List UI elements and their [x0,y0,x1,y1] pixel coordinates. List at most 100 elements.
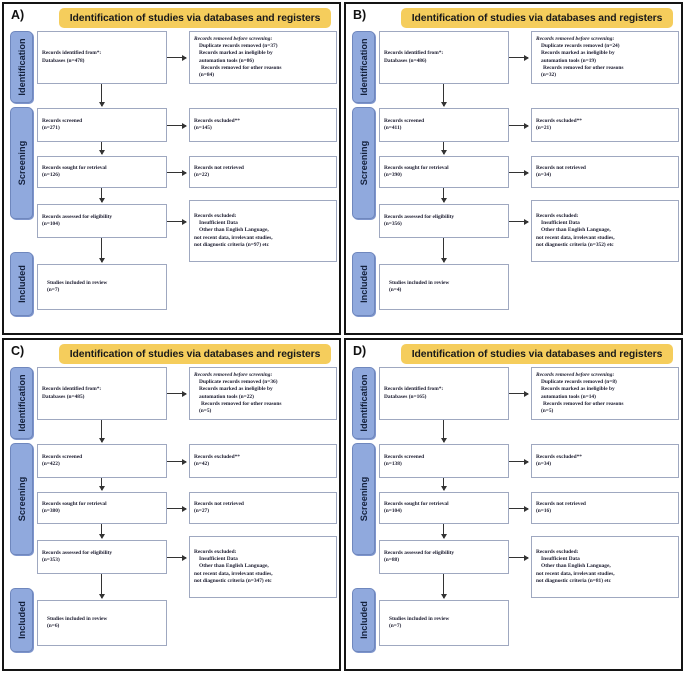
box-records-removed-before-screening-d: Records removed before screening: Duplic… [531,367,679,420]
value-excluded-eligibility-n-a: (n=97) [245,241,262,248]
label-automation-tools-c: automation tools [199,393,238,400]
box-assessed-for-eligibility-b: Records assessed for eligibility (n=356) [379,204,509,238]
arrow-identified-to-removed-c [167,390,187,397]
box-studies-included-b: Studies included in review (n=4) [379,264,509,310]
arrow-sought-to-assessed-b [440,188,447,203]
value-databases-n-d: (n=165) [408,393,427,400]
arrow-identified-to-removed-d [509,390,529,397]
label-sought-for-retrieval-d: Records sought for retrieval [384,500,449,507]
box-records-excluded-b: Records excluded** (n=21) [531,108,679,142]
value-assessed-n-d: (n=88) [384,557,400,563]
arrow-identified-to-removed-a [167,54,187,61]
label-databases: Databases [42,57,66,64]
value-duplicate-n-d: (n=8) [604,379,617,386]
value-duplicate-n-a: (n=37) [262,43,278,50]
arrow-assessed-to-included-d [440,574,447,599]
label-excluded-reason-1-b: Insufficient Data [541,220,580,227]
arrow-sought-to-assessed-d [440,524,447,539]
label-excluded-reason-1-c: Insufficient Data [199,556,238,563]
value-included-n-d: (n=7) [389,623,402,629]
box-records-screened-a: Records screened (n=271) [37,108,167,142]
label-databases-d: Databases [384,393,408,400]
arrow-assessed-to-included-a [98,238,105,263]
panel-letter-d: D) [353,344,367,358]
label-duplicate-removed-c: Duplicate records removed [199,379,262,386]
value-sought-n-a: (n=126) [42,172,60,178]
value-screened-n-d: (n=138) [384,461,402,467]
box-records-excluded-a: Records excluded** (n=145) [189,108,337,142]
arrow-screened-to-excluded-d [509,458,529,465]
label-studies-included-d: Studies included in review [389,615,450,622]
label-removed-other-reasons-c: Records removed for other reasons [201,400,282,407]
label-removed-before-screening-c: Records removed before screening: [194,372,273,379]
stage-tab-screening-c: Screening [10,443,33,555]
panel-letter-b: B) [353,8,367,22]
value-other-reasons-n-b: (n=32) [541,71,557,78]
label-removed-before-screening-b: Records removed before screening: [536,36,615,43]
label-removed-other-reasons: Records removed for other reasons [201,64,282,71]
label-excluded-heading-d: Records excluded: [536,549,579,556]
label-not-retrieved-c: Records not retrieved [194,500,244,507]
value-excluded-screen-n-b: (n=21) [536,125,552,131]
label-studies-included: Studies included in review [47,279,108,286]
stage-tab-identification-b: Identification [352,31,375,103]
label-marked-ineligible-b: Records marked as ineligible by [541,50,615,57]
label-sought-for-retrieval-b: Records sought for retrieval [384,164,449,171]
value-not-retrieved-n-a: (n=22) [194,172,210,178]
value-duplicate-n-c: (n=36) [262,379,278,386]
value-databases-n-a: (n=478) [66,57,85,64]
label-excluded-heading-b: Records excluded: [536,213,579,220]
value-sought-n-b: (n=390) [384,172,402,178]
stage-label-included-a: Included [16,265,27,303]
value-not-retrieved-n-c: (n=27) [194,508,210,514]
label-excluded-reason-3-d: not recent data, irrelevant studies, [536,570,615,577]
box-records-excluded-c: Records excluded** (n=42) [189,444,337,478]
box-not-retrieved-a: Records not retrieved (n=22) [189,156,337,188]
arrow-screened-to-sought-c [98,478,105,491]
value-sought-n-c: (n=380) [42,508,60,514]
box-not-retrieved-d: Records not retrieved (n=16) [531,492,679,524]
arrow-assessed-to-excluded-a [167,218,187,225]
label-excluded-reason-4-d: not diagnostic criteria [536,577,587,584]
box-sought-for-retrieval-d: Records sought for retrieval (n=104) [379,492,509,524]
value-assessed-n-c: (n=353) [42,557,60,563]
value-excluded-screen-n-c: (n=42) [194,461,210,467]
label-excluded-reason-4-suffix: etc [262,241,269,248]
value-other-reasons-n-a: (n=84) [199,71,215,78]
label-assessed-for-eligibility: Records assessed for eligibility [42,213,113,220]
arrow-identified-to-screened-c [98,420,105,443]
stage-tab-screening-d: Screening [352,443,375,555]
label-marked-ineligible-c: Records marked as ineligible by [199,386,273,393]
panel-c: C) Identification of studies via databas… [2,338,341,671]
label-records-excluded: Records excluded** [194,117,240,124]
label-excluded-reason-4-suffix-b: etc [607,241,614,248]
label-excluded-reason-2-c: Other than English Language, [199,563,269,570]
box-records-excluded-d: Records excluded** (n=34) [531,444,679,478]
label-automation-tools-d: automation tools [541,393,580,400]
arrow-identified-to-screened-d [440,420,447,443]
arrow-screened-to-excluded-a [167,122,187,129]
stage-label-included-c: Included [16,601,27,639]
value-not-retrieved-n-b: (n=34) [536,172,552,178]
value-automation-n-c: (n=22) [238,393,254,400]
value-excluded-screen-n-a: (n=145) [194,125,212,131]
arrow-assessed-to-included-c [98,574,105,599]
label-records-screened-b: Records screened [384,117,425,124]
arrow-assessed-to-excluded-c [167,554,187,561]
arrow-sought-to-notretrieved-c [167,505,187,512]
value-databases-n-b: (n=486) [408,57,427,64]
label-excluded-reason-3: not recent data, irrelevant studies, [194,234,273,241]
arrow-sought-to-notretrieved-a [167,169,187,176]
panel-b: B) Identification of studies via databas… [344,2,683,335]
panel-banner-d: Identification of studies via databases … [401,344,673,364]
arrow-screened-to-excluded-c [167,458,187,465]
panel-a: A) Identification of studies via databas… [2,2,341,335]
label-automation-tools: automation tools [199,57,238,64]
box-not-retrieved-b: Records not retrieved (n=34) [531,156,679,188]
label-studies-included-b: Studies included in review [389,279,450,286]
box-sought-for-retrieval-a: Records sought for retrieval (n=126) [37,156,167,188]
label-excluded-reason-2: Other than English Language, [199,227,269,234]
value-duplicate-n-b: (n=24) [604,43,620,50]
stage-label-screening-b: Screening [358,140,369,186]
value-included-n-a: (n=7) [47,287,60,293]
